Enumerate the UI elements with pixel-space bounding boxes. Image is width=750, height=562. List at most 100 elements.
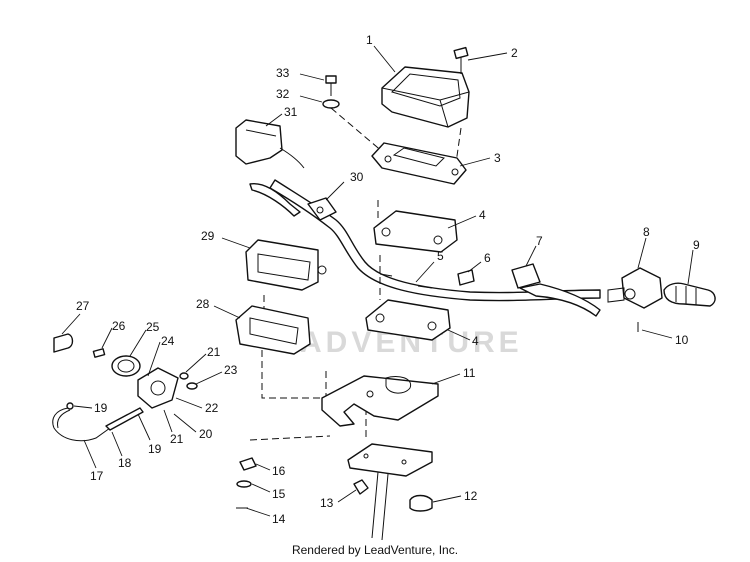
callout-32: 32 [276,87,290,101]
callout-19a: 19 [94,401,108,415]
callout-6: 6 [484,251,491,265]
callout-14: 14 [272,512,286,526]
leader-33 [299,73,325,81]
clamp-upper [373,210,458,253]
leader-15 [251,483,271,493]
leader-8 [637,237,647,269]
callout-2: 2 [511,46,518,60]
leader-9 [687,249,694,285]
seal-ring-inner [117,359,135,373]
leader-21a [185,353,207,373]
callout-12: 12 [464,489,478,503]
screw-26 [92,348,106,358]
leader-1 [373,45,396,73]
leader-25 [129,329,147,357]
callout-21b: 21 [170,432,184,446]
handlebar [269,179,601,302]
clamp-lower [365,299,451,341]
leader-19a [73,405,93,409]
callout-22: 22 [205,401,219,415]
callout-25: 25 [146,320,160,334]
leader-18 [111,431,123,457]
callout-21a: 21 [207,345,221,359]
leader-4b [447,329,471,341]
callout-23: 23 [224,363,238,377]
callout-15: 15 [272,487,286,501]
nut-13 [353,479,369,495]
nut-21 [179,372,189,380]
grip-insert [457,269,475,286]
callout-27: 27 [76,299,90,313]
leader-17 [83,439,97,469]
callout-18: 18 [118,456,132,470]
callout-8: 8 [643,225,650,239]
bolt-33-line [330,107,391,159]
spacer-guide-line [249,435,331,441]
callout-17: 17 [90,469,104,483]
callout-16: 16 [272,464,286,478]
handlebar-pad [381,66,470,128]
leader-13 [337,489,357,503]
leader-7 [525,245,537,267]
pad-bolt [453,46,469,74]
lever-bracket [307,197,337,221]
callout-4a: 4 [479,208,486,222]
light-bulb-27 [53,333,74,353]
master-cylinder [235,119,305,217]
callout-1: 1 [366,33,373,47]
throttle-housing [607,267,663,309]
leader-29 [221,237,251,249]
leader-26 [101,327,113,349]
seal-ring-25 [111,355,141,377]
leader-21b [163,409,173,433]
steering-post [347,443,433,541]
callout-20: 20 [199,427,213,441]
leader-19b [137,413,151,441]
speedometer-housing [235,305,311,355]
instrument-bracket [321,375,439,427]
clip-12 [409,494,433,512]
callout-28: 28 [196,297,210,311]
leader-30 [325,181,345,201]
callout-19b: 19 [148,442,162,456]
leader-16 [255,463,271,471]
callout-3: 3 [494,151,501,165]
leader-28 [213,305,241,319]
bracket-guide-line [261,350,327,399]
leader-32 [299,95,323,103]
leader-24 [147,341,161,377]
callout-9: 9 [693,238,700,252]
footer-credit: Rendered by LeadVenture, Inc. [291,543,459,557]
callout-4b: 4 [472,334,479,348]
leader-5 [415,261,435,283]
washer-32 [322,99,340,109]
leader-27 [61,313,81,335]
callout-24: 24 [161,334,175,348]
leader-2 [467,52,508,61]
callout-13: 13 [320,496,334,510]
nut-23 [186,382,198,390]
callout-29: 29 [201,229,215,243]
bolt-33 [325,75,337,96]
washer-15 [236,480,252,488]
callout-31: 31 [284,105,298,119]
leader-23 [195,371,223,385]
callout-5: 5 [437,249,444,263]
leader-12 [432,495,462,503]
leader-22 [175,397,203,409]
leader-6 [467,261,482,273]
hand-grip [663,282,716,307]
pad-bracket [371,142,467,185]
callout-11: 11 [463,366,476,380]
light-housing-22 [137,367,179,409]
wire-harness [52,402,144,442]
callout-33: 33 [276,66,290,80]
spacer-16 [239,457,257,471]
callout-7: 7 [536,234,543,248]
callout-26: 26 [112,319,126,333]
callout-10: 10 [675,333,689,347]
callout-30: 30 [350,170,364,184]
leader-20 [173,413,197,433]
leader-4a [447,215,477,229]
